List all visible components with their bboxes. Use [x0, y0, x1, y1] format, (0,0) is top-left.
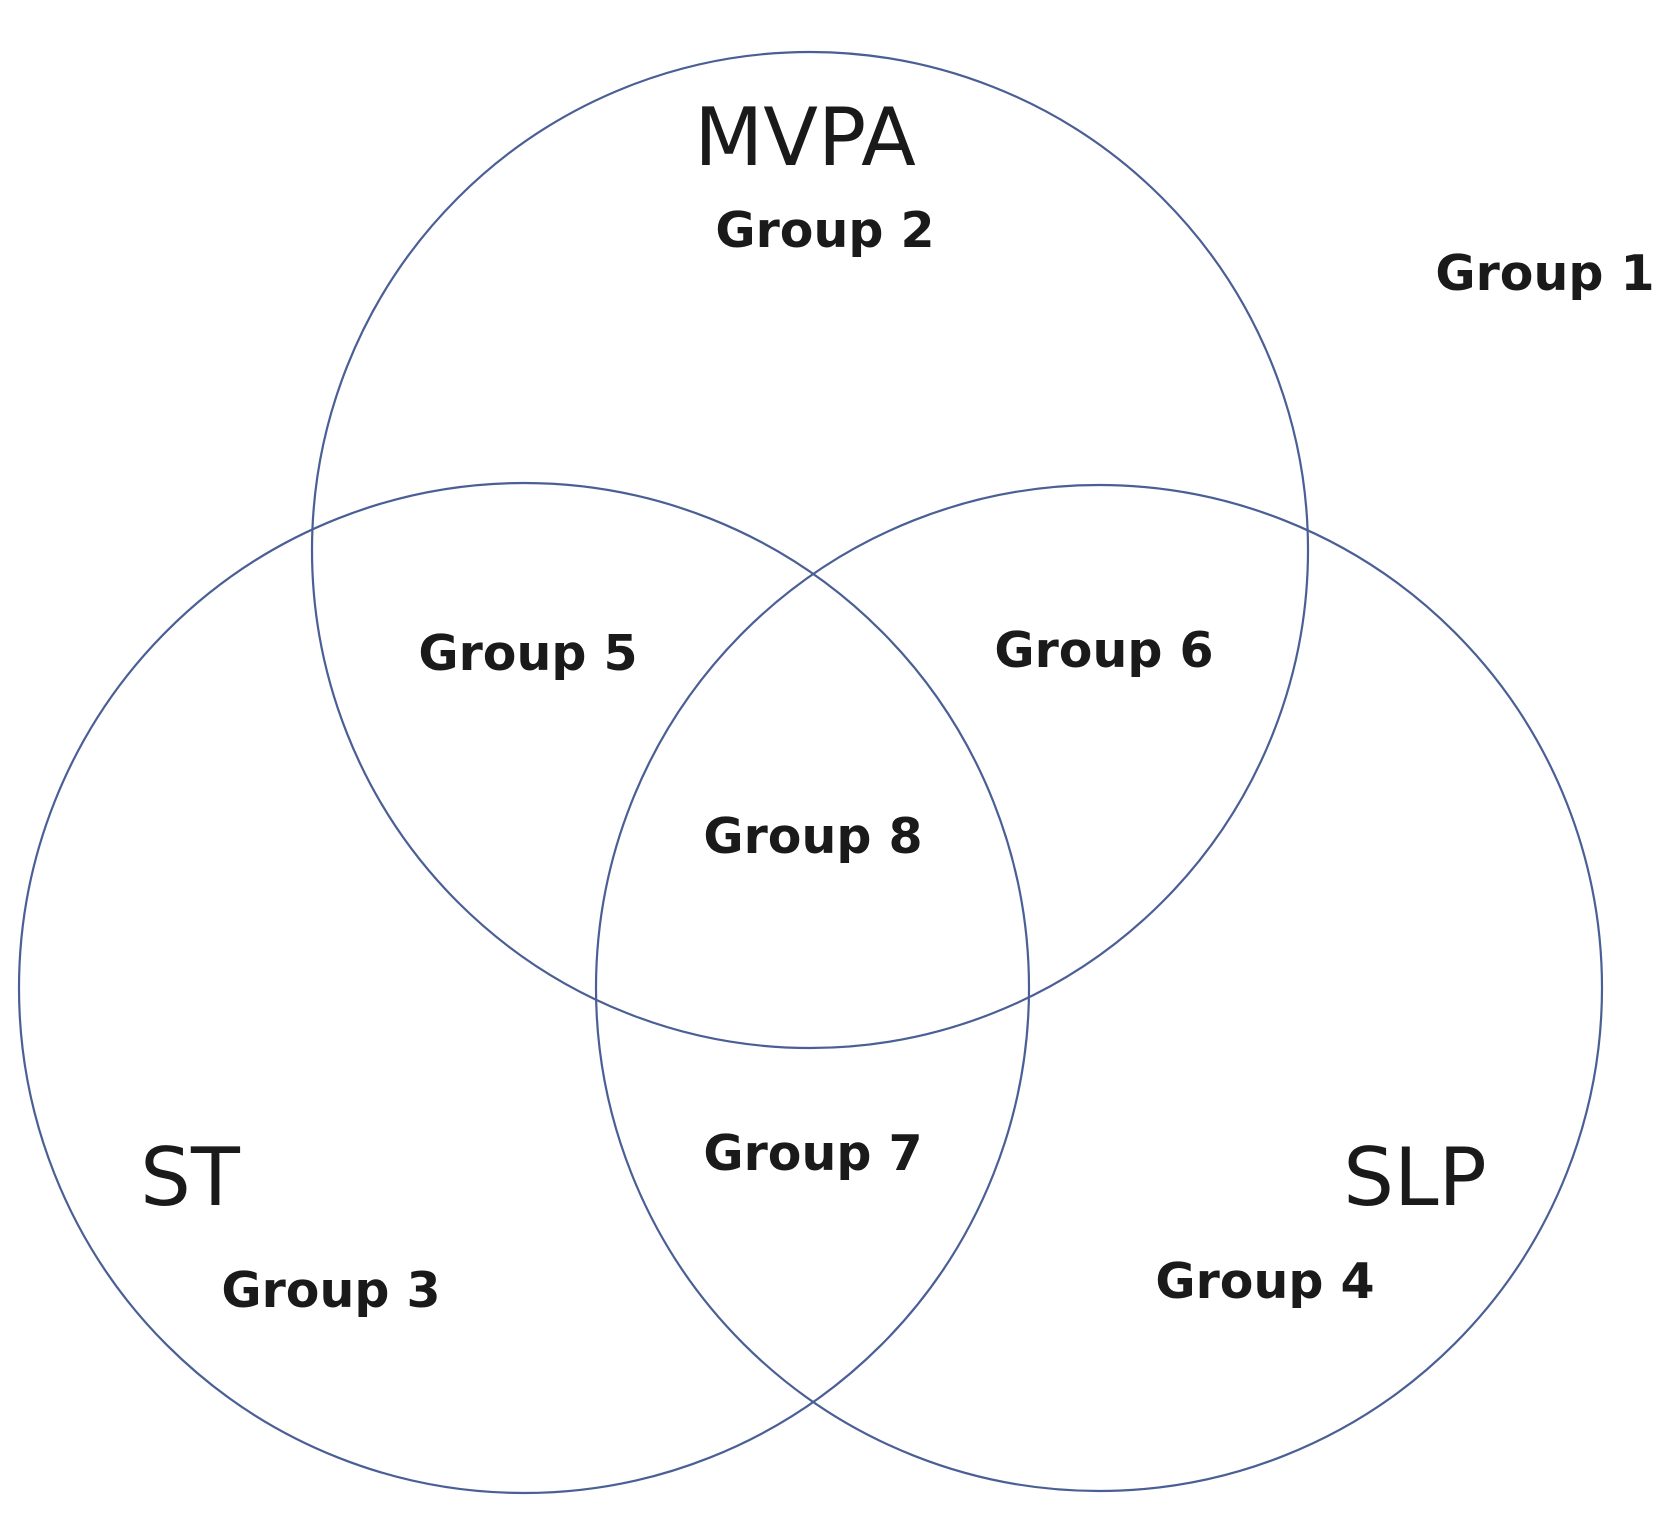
group-label-1: Group 1 [1435, 245, 1654, 302]
set-label-st: ST [140, 1131, 241, 1224]
group-label-2: Group 2 [715, 202, 934, 259]
group-label-5: Group 5 [418, 625, 637, 682]
mvpa-circle [310, 50, 1310, 1050]
set-label-slp: SLP [1343, 1131, 1487, 1224]
group-label-6: Group 6 [994, 622, 1213, 679]
group-label-8: Group 8 [703, 808, 922, 865]
group-label-4: Group 4 [1155, 1253, 1374, 1310]
set-label-mvpa: MVPA [694, 91, 916, 184]
slp-circle [594, 483, 1604, 1493]
group-label-3: Group 3 [221, 1262, 440, 1319]
st-circle [17, 481, 1031, 1495]
group-label-7: Group 7 [703, 1125, 922, 1182]
